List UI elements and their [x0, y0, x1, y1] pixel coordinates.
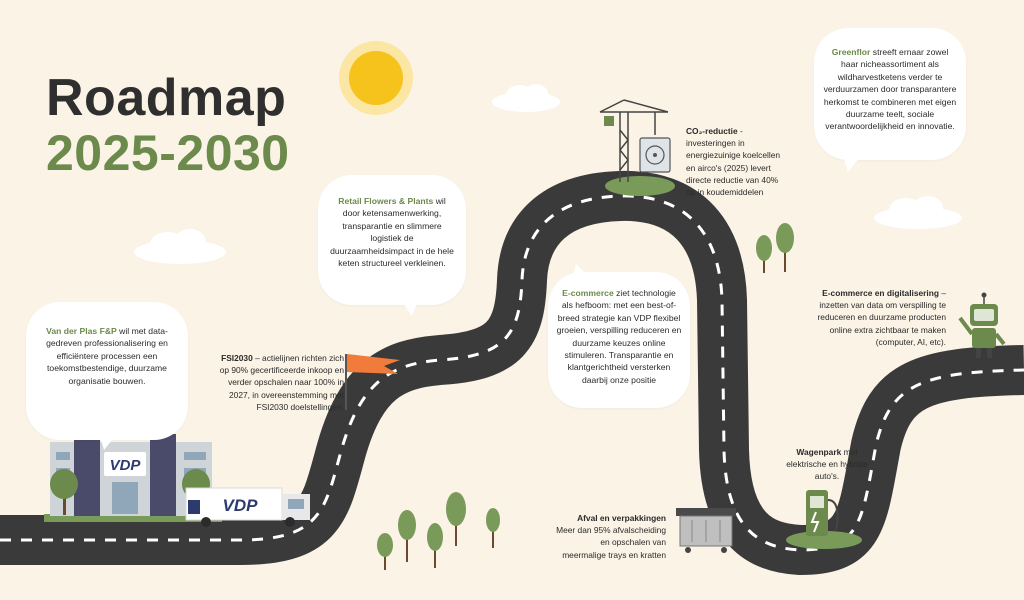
sun-icon — [339, 41, 413, 115]
fsi-body: – actielijnen richten zich op 90% gecert… — [219, 353, 344, 412]
hill — [786, 531, 862, 549]
page-title: Roadmap — [46, 69, 287, 127]
bubble-retail — [318, 175, 466, 305]
bubble-greenflor-highlight: Greenflor — [831, 47, 871, 57]
bubble-greenflor-text: Greenflor streeft ernaar zowel haar nich… — [822, 46, 958, 133]
building-logo: VDP — [110, 457, 142, 474]
bubble-tail — [98, 430, 120, 450]
co2-body: - investeringen in energiezuinige koelce… — [686, 126, 781, 198]
bubble-vdp-highlight: Van der Plas F&P — [46, 326, 117, 336]
tree-icon — [377, 223, 794, 570]
co2-title: CO₂-reductie — [686, 126, 738, 136]
bubble-ecommerce — [548, 272, 690, 408]
bubble-retail-body: wil door ketensamenwerking, transparanti… — [330, 196, 454, 269]
aircon-unit-icon — [639, 137, 671, 173]
truck-logo: VDP — [223, 496, 259, 515]
bubble-retail-text: Retail Flowers & Plants wil door ketensa… — [330, 195, 454, 269]
bubble-retail-highlight: Retail Flowers & Plants — [338, 196, 434, 206]
road — [0, 170, 1024, 575]
bubble-ecommerce-body: ziet technologie als hefboom: met een be… — [556, 288, 682, 385]
crane-icon — [599, 99, 669, 182]
bubble-ecommerce-text: E-commerce ziet technologie als hefboom:… — [556, 287, 682, 386]
ev-charger-icon — [806, 490, 839, 536]
page-subtitle-years: 2025-2030 — [46, 125, 290, 181]
bubble-vdp-body: wil met data-gedreven professionaliserin… — [46, 326, 168, 386]
bubble-tail — [398, 296, 420, 316]
bubble-ecommerce-highlight: E-commerce — [562, 288, 614, 298]
digital-body: – inzetten van data om verspilling te re… — [817, 288, 947, 347]
robot-icon — [958, 292, 1006, 358]
digital-annotation: E-commerce en digitalisering – inzetten … — [796, 287, 947, 348]
bubble-greenflor — [814, 28, 966, 160]
bubble-vdp — [26, 302, 188, 440]
fleet-title: Wagenpark — [796, 447, 842, 457]
flag-icon — [345, 354, 400, 410]
fsi-title: FSI2030 — [221, 353, 253, 363]
waste-annotation: Afval en verpakkingen Meer dan 95% afval… — [556, 512, 666, 561]
fsi-annotation: FSI2030 – actielijnen richten zich op 90… — [212, 352, 344, 413]
fleet-annotation: Wagenpark met elektrische en hybride aut… — [782, 446, 872, 483]
vdp-truck — [185, 487, 310, 527]
digital-title: E-commerce en digitalisering — [822, 288, 939, 298]
waste-body: Meer dan 95% afvalscheiding en opschalen… — [556, 525, 666, 560]
bubble-vdp-text: Van der Plas F&P wil met data-gedreven p… — [36, 325, 178, 387]
cloud-icon — [134, 84, 962, 264]
waste-container-icon — [676, 508, 736, 553]
waste-title: Afval en verpakkingen — [577, 513, 666, 523]
bubble-greenflor-body: streeft ernaar zowel haar nicheassortime… — [823, 47, 957, 132]
fleet-body: met elektrische en hybride auto's. — [786, 447, 868, 482]
bubble-tail — [572, 264, 592, 280]
bubble-tail — [842, 152, 864, 172]
co2-annotation: CO₂-reductie - investeringen in energiez… — [686, 125, 786, 198]
hill — [605, 176, 675, 196]
